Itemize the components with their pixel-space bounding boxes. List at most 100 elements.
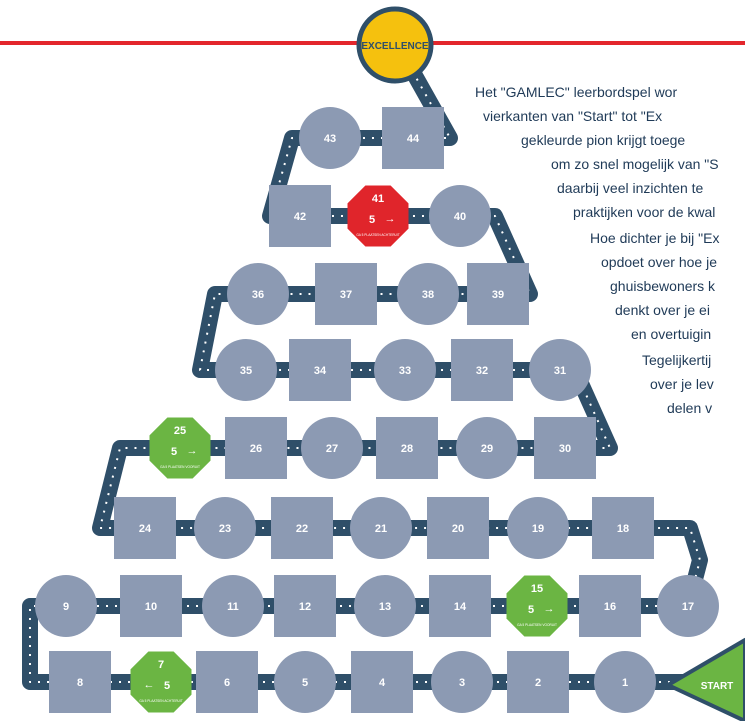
tile-circle — [431, 651, 493, 713]
tile-square — [427, 497, 489, 559]
tile-number: 3 — [459, 677, 465, 689]
tile-square — [382, 107, 444, 169]
tile-23: 23 — [194, 497, 256, 559]
arrow-right-icon: → — [385, 213, 396, 225]
tile-number: 2 — [535, 677, 541, 689]
tile-circle — [194, 497, 256, 559]
tile-circle — [274, 651, 336, 713]
tile-square — [467, 263, 529, 325]
tile-number: 20 — [452, 523, 464, 535]
intro-line: delen v — [667, 400, 713, 416]
tile-number: 28 — [401, 443, 413, 455]
tile-number: 11 — [227, 601, 239, 613]
tile-square — [271, 497, 333, 559]
tile-number: 10 — [145, 601, 157, 613]
tile-square — [49, 651, 111, 713]
tile-21: 21 — [350, 497, 412, 559]
tile-number: 30 — [559, 443, 571, 455]
tile-circle — [301, 417, 363, 479]
tile-circle — [456, 417, 518, 479]
tile-circle — [429, 185, 491, 247]
tile-number: 32 — [476, 365, 488, 377]
tile-caption: GA 5 PLAATSEN ACHTERUIT — [356, 233, 399, 237]
tile-28: 28 — [376, 417, 438, 479]
tile-10: 10 — [120, 575, 182, 637]
tile-number: 39 — [492, 289, 504, 301]
tile-circle — [215, 339, 277, 401]
tile-number: 33 — [399, 365, 411, 377]
tile-square — [507, 651, 569, 713]
tile-31: 31 — [529, 339, 591, 401]
tile-square — [451, 339, 513, 401]
tile-19: 19 — [507, 497, 569, 559]
start-label: START — [701, 681, 734, 692]
tile-number: 14 — [454, 601, 467, 613]
intro-line: daarbij veel inzichten te — [557, 180, 704, 196]
tile-number: 23 — [219, 523, 231, 535]
tile-circle — [594, 651, 656, 713]
tile-37: 37 — [315, 263, 377, 325]
tile-20: 20 — [427, 497, 489, 559]
finish-label: EXCELLENCE — [361, 41, 429, 52]
tile-caption: GA 5 PLAATSEN VOORUIT — [517, 623, 557, 627]
tile-13: 13 — [354, 575, 416, 637]
intro-line: over je lev — [650, 376, 714, 392]
intro-line: Hoe dichter je bij "Ex — [590, 230, 720, 246]
tile-9: 9 — [35, 575, 97, 637]
tile-caption: GA 5 PLAATSEN VOORUIT — [160, 465, 200, 469]
tile-number: 44 — [407, 133, 420, 145]
tile-15: 155→GA 5 PLAATSEN VOORUIT — [506, 575, 568, 637]
tile-number: 35 — [240, 365, 252, 377]
track-band — [22, 32, 714, 690]
tile-number: 18 — [617, 523, 629, 535]
tile-3: 3 — [431, 651, 493, 713]
tile-number: 22 — [296, 523, 308, 535]
tile-14: 14 — [429, 575, 491, 637]
tile-number: 19 — [532, 523, 544, 535]
arrow-left-icon: ← — [144, 679, 155, 691]
tile-number: 17 — [682, 601, 694, 613]
tile-square — [315, 263, 377, 325]
tile-26: 26 — [225, 417, 287, 479]
tile-12: 12 — [274, 575, 336, 637]
steps-value: 5 — [528, 604, 534, 616]
tile-38: 38 — [397, 263, 459, 325]
tile-25: 255→GA 5 PLAATSEN VOORUIT — [149, 417, 211, 479]
tile-number: 24 — [139, 523, 152, 535]
tile-44: 44 — [382, 107, 444, 169]
tile-number: 26 — [250, 443, 262, 455]
tile-number: 12 — [299, 601, 311, 613]
tile-square — [592, 497, 654, 559]
tile-7: 75←GA 5 PLAATSEN ACHTERUIT — [130, 651, 192, 713]
intro-line: Het "GAMLEC" leerbordspel wor — [475, 84, 678, 100]
tile-39: 39 — [467, 263, 529, 325]
tile-number: 43 — [324, 133, 336, 145]
tile-number: 4 — [379, 677, 386, 689]
tile-number: 1 — [622, 677, 628, 689]
steps-value: 5 — [164, 680, 170, 692]
tile-4: 4 — [351, 651, 413, 713]
tile-square — [579, 575, 641, 637]
tile-number: 16 — [604, 601, 616, 613]
tile-number: 42 — [294, 211, 306, 223]
tile-43: 43 — [299, 107, 361, 169]
tile-number: 31 — [554, 365, 566, 377]
tile-22: 22 — [271, 497, 333, 559]
tile-circle — [374, 339, 436, 401]
intro-line: en overtuigin — [631, 326, 712, 342]
tile-number: 7 — [158, 659, 164, 671]
tile-circle — [397, 263, 459, 325]
tile-number: 29 — [481, 443, 493, 455]
intro-line: vierkanten van "Start" tot "Ex — [483, 108, 663, 124]
tile-36: 36 — [227, 263, 289, 325]
tile-square — [351, 651, 413, 713]
tile-square — [269, 185, 331, 247]
tile-circle — [35, 575, 97, 637]
intro-line: Tegelijkertij — [642, 352, 712, 368]
tile-30: 30 — [534, 417, 596, 479]
intro-line: ghuisbewoners k — [610, 278, 716, 294]
tile-number: 34 — [314, 365, 327, 377]
tile-number: 9 — [63, 601, 69, 613]
tile-34: 34 — [289, 339, 351, 401]
